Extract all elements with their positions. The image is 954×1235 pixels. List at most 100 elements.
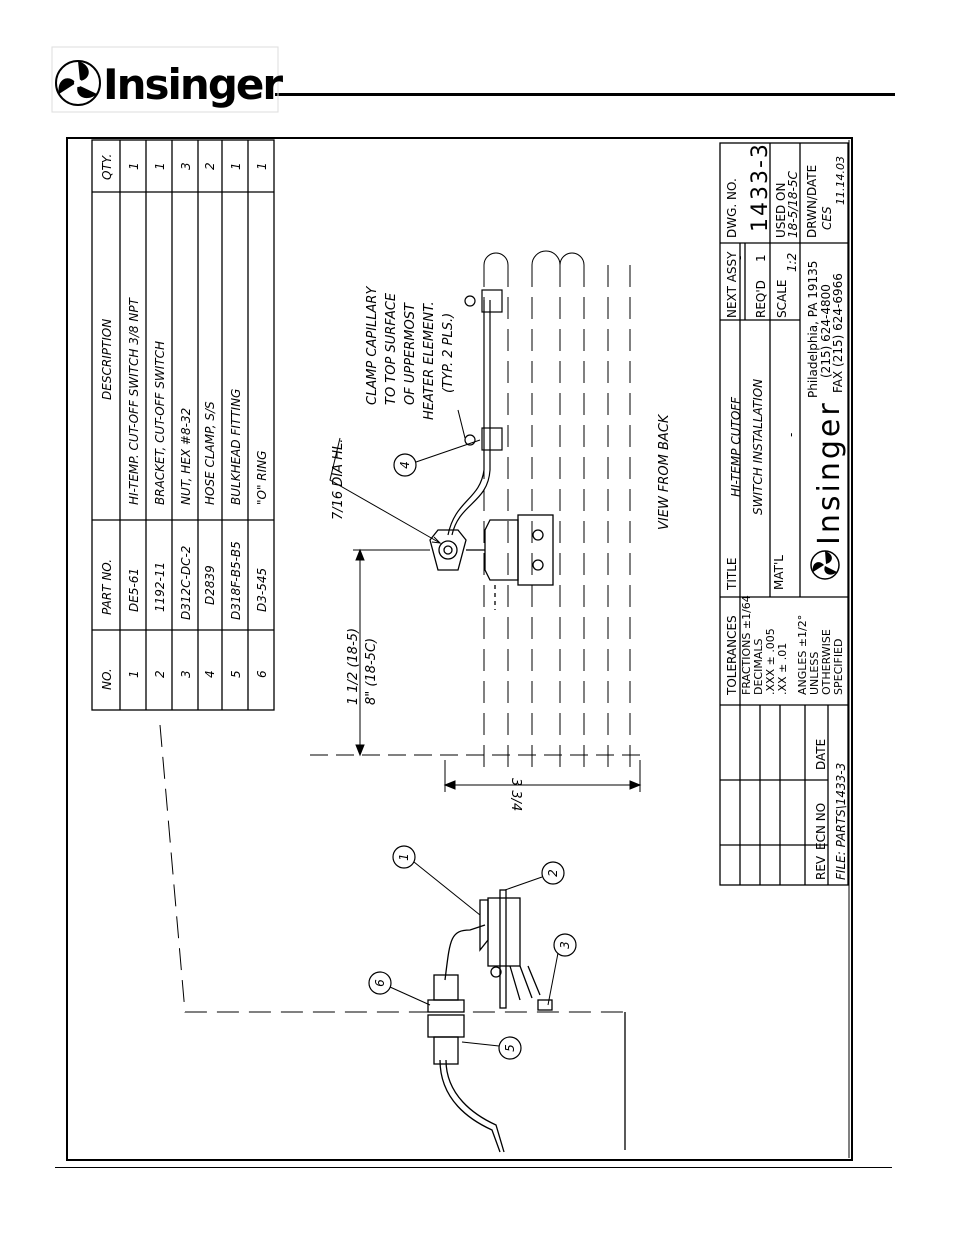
dwg-no-label: DWG. NO. xyxy=(725,178,739,238)
row-qty: 3 xyxy=(179,162,193,170)
ecn-label: ECN NO xyxy=(814,803,828,850)
row-desc: HOSE CLAMP, S/S xyxy=(203,401,217,505)
title-label: TITLE xyxy=(725,558,739,591)
company-phone: (215) 624-4800 xyxy=(819,284,833,378)
header-part-no: PART NO. xyxy=(100,559,114,615)
file-path: FILE: PARTS\1433-3 xyxy=(834,763,848,880)
switch-upper xyxy=(429,514,554,610)
rev-label: REV xyxy=(814,855,828,880)
balloon-number: 4 xyxy=(398,461,412,469)
row-no: 4 xyxy=(203,670,217,678)
row-desc: HI-TEMP. CUT-OFF SWITCH 3/8 NPT xyxy=(127,296,141,505)
clamp-note-line: (TYP. 2 PLS.) xyxy=(441,313,456,393)
clamp-note-line: HEATER ELEMENT. xyxy=(422,301,437,420)
next-assy-value: - xyxy=(733,256,747,260)
dim-height-2: 8" (18-5C) xyxy=(364,638,379,705)
balloon-6 xyxy=(368,971,392,995)
row-qty: 2 xyxy=(203,162,217,170)
hole-leader xyxy=(329,437,441,544)
parts-table xyxy=(91,139,275,711)
tolerance-line: UNLESS xyxy=(808,652,821,695)
next-assy-label: NEXT ASSY xyxy=(725,251,739,318)
dimension-width xyxy=(443,760,642,792)
header-description: DESCRIPTION xyxy=(100,319,114,400)
header-rule xyxy=(275,93,895,96)
balloon-3 xyxy=(553,933,577,957)
row-no: 5 xyxy=(229,670,243,678)
matl-value: - xyxy=(784,433,798,437)
row-part: DE5-61 xyxy=(127,568,141,612)
used-on-label: USED ON xyxy=(774,183,788,238)
drwn-by: CES xyxy=(820,206,834,230)
logo-text: Insinger xyxy=(103,60,283,109)
matl-label: MAT'L xyxy=(772,555,786,590)
tolerances-title: TOLERANCES xyxy=(725,615,739,696)
balloons xyxy=(368,453,577,1060)
scale-label: SCALE xyxy=(775,280,789,318)
used-on: 18-5/18-5C xyxy=(786,170,800,238)
clamp-note-line: CLAMP CAPILLARY xyxy=(365,286,380,405)
clamp-note-line: OF UPPERMOST xyxy=(403,302,418,405)
balloon-1 xyxy=(392,845,416,869)
tolerance-line: OTHERWISE xyxy=(820,629,833,695)
balloon-numbers: 1 2 3 4 5 6 xyxy=(373,461,572,1052)
balloon-leaders xyxy=(389,439,559,1047)
dwg-no: 1433-3 xyxy=(748,142,773,232)
row-part: D2839 xyxy=(203,565,217,605)
tolerance-line: .XXX ± .005 xyxy=(764,628,777,695)
drwn-label: DRWN/DATE xyxy=(805,165,819,238)
balloon-number: 1 xyxy=(397,853,411,861)
row-desc: NUT, HEX #8-32 xyxy=(179,408,193,505)
row-desc: BULKHEAD FITTING xyxy=(229,389,243,505)
row-part: 1192-11 xyxy=(153,562,167,612)
date-label: DATE xyxy=(814,739,828,770)
balloon-number: 3 xyxy=(558,941,572,949)
scale-value: 1:2 xyxy=(785,253,799,272)
hole-note: 7/16 DIA HL. xyxy=(331,439,346,520)
row-no: 1 xyxy=(127,670,141,678)
parts-table-text: NO. PART NO. DESCRIPTION QTY. 1 DE5-61 H… xyxy=(100,154,269,690)
dim-height-1: 1 1/2 (18-5) xyxy=(346,628,361,705)
row-no: 2 xyxy=(153,670,167,678)
heater-elements xyxy=(483,250,631,775)
row-desc: BRACKET, CUT-OFF SWITCH xyxy=(153,341,167,505)
title-line-1: HI-TEMP CUTOFF xyxy=(729,396,743,497)
row-qty: 1 xyxy=(153,162,167,170)
capillary-upper xyxy=(447,289,503,536)
header-qty: QTY. xyxy=(100,154,114,180)
row-desc: "O" RING xyxy=(255,451,269,505)
tolerance-line: FRACTIONS ±1/64 xyxy=(740,595,753,695)
title-block xyxy=(719,142,849,886)
tolerance-line: SPECIFIED xyxy=(832,639,845,695)
view-label: VIEW FROM BACK xyxy=(657,413,672,530)
company-fax: FAX (215) 624-6966 xyxy=(831,273,845,393)
tolerance-line: ANGLES ±1/2° xyxy=(796,615,809,695)
balloon-number: 2 xyxy=(546,869,560,877)
logo: Insinger xyxy=(51,46,285,113)
header-no: NO. xyxy=(100,668,114,690)
title-line-2: SWITCH INSTALLATION xyxy=(751,379,765,515)
clamp-note: CLAMP CAPILLARY TO TOP SURFACE OF UPPERM… xyxy=(365,286,456,420)
reqd-value: 1 xyxy=(754,254,768,262)
tolerance-line: DECIMALS xyxy=(752,639,765,695)
row-part: D3-545 xyxy=(255,568,269,612)
row-qty: 1 xyxy=(127,162,141,170)
dim-width: 3 3/4 xyxy=(508,778,523,811)
row-part: D312C-DC-2 xyxy=(179,546,193,620)
company-name: Insinger xyxy=(812,400,847,545)
footer-rule xyxy=(55,1167,892,1168)
balloon-2 xyxy=(541,861,565,885)
row-no: 3 xyxy=(179,670,193,678)
drwn-date: 11.14.03 xyxy=(834,156,847,205)
row-part: D318F-B5-B5 xyxy=(229,541,243,620)
dimension-height xyxy=(310,548,640,757)
drawing-border xyxy=(66,137,853,1161)
balloon-number: 5 xyxy=(503,1044,517,1052)
balloon-4 xyxy=(393,453,417,477)
company-logo-icon xyxy=(810,550,840,580)
tolerance-line: .XX ± .01 xyxy=(776,643,789,695)
row-no: 6 xyxy=(255,670,269,678)
balloon-5 xyxy=(498,1036,522,1060)
title-block-text: TOLERANCES FRACTIONS ±1/64 DECIMALS .XXX… xyxy=(725,142,848,880)
